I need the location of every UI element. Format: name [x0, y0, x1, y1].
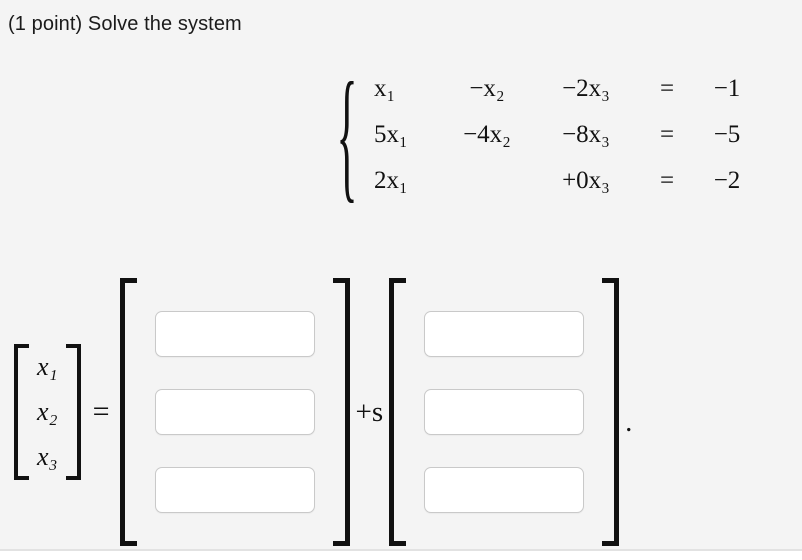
plus-s-text: +s [355, 395, 384, 428]
answer-area: x₁ x₂ x₃ = +s [8, 276, 632, 548]
direction-vector-inputs [406, 278, 602, 546]
equation-row-3-rhs: −2 [713, 167, 741, 194]
equation-row-3-equals: = [659, 167, 675, 194]
equation-row-1-term-2: −x₂ [469, 75, 505, 102]
equation-row-1-term-1: x₁ [374, 75, 396, 102]
particular-vector-right-bracket [332, 278, 350, 546]
unknown-vector-entry-3: x₃ [37, 442, 58, 472]
direction-vector-input-1[interactable] [424, 311, 585, 357]
particular-vector-left-bracket [119, 278, 137, 546]
unknown-vector-right-bracket [65, 344, 81, 480]
equation-row-2-equals: = [659, 121, 675, 148]
equation-row-2-rhs: −5 [713, 121, 741, 148]
bracket-cap-top [602, 278, 620, 283]
unknown-vector-entry-2: x₂ [37, 396, 58, 426]
plus-s-label: +s [355, 395, 384, 428]
bracket-cap-top [389, 278, 407, 283]
bottom-strip [0, 551, 802, 560]
equation-row-1-equals: = [659, 75, 675, 102]
particular-vector-inputs [137, 278, 333, 546]
bottom-divider [0, 549, 802, 551]
bracket-cap-bottom [389, 541, 407, 546]
equation-row-2-term-1: 5x₁ [374, 121, 408, 148]
particular-solution-vector [119, 278, 350, 546]
trailing-period: . [625, 405, 633, 438]
bracket-cap-bottom [332, 541, 350, 546]
particular-vector-input-1[interactable] [154, 311, 315, 357]
particular-vector-input-3[interactable] [154, 467, 315, 513]
direction-vector-input-2[interactable] [424, 389, 585, 435]
direction-vector-left-bracket [389, 278, 407, 546]
equals-sign: = [92, 395, 110, 428]
page-title: (1 point) Solve the system [8, 13, 242, 35]
unknown-vector-entries: x₁ x₂ x₃ [29, 344, 66, 480]
unknown-vector-left-bracket [14, 344, 29, 480]
bracket-cap-top [332, 278, 350, 283]
bracket-cap-top [119, 278, 137, 283]
direction-vector-right-bracket [602, 278, 620, 546]
equation-grid: x₁ −x₂ −2x₃ = −1 5x₁ −4x₂ −8x₃ = −5 2x₁ … [362, 66, 758, 204]
equation-row-1-term-3: −2x₃ [562, 75, 610, 102]
direction-vector-input-3[interactable] [424, 467, 585, 513]
system-brace: { [336, 52, 358, 217]
equation-row-2-term-2: −4x₂ [463, 121, 511, 148]
equation-row-2-term-3: −8x₃ [562, 121, 610, 148]
equation-row-3-term-3: +0x₃ [562, 167, 610, 194]
bracket-cap-bottom [602, 541, 620, 546]
unknown-vector-entry-1: x₁ [37, 351, 58, 381]
system-of-equations: { x₁ −x₂ −2x₃ = −1 5x₁ −4x₂ −8x₃ = −5 2x… [334, 61, 758, 208]
equation-row-3-term-1: 2x₁ [374, 167, 408, 194]
equation-row-1-rhs: −1 [713, 75, 741, 102]
particular-vector-input-2[interactable] [154, 389, 315, 435]
bracket-cap-bottom [119, 541, 137, 546]
direction-vector [389, 278, 620, 546]
unknown-vector: x₁ x₂ x₃ [14, 344, 81, 480]
